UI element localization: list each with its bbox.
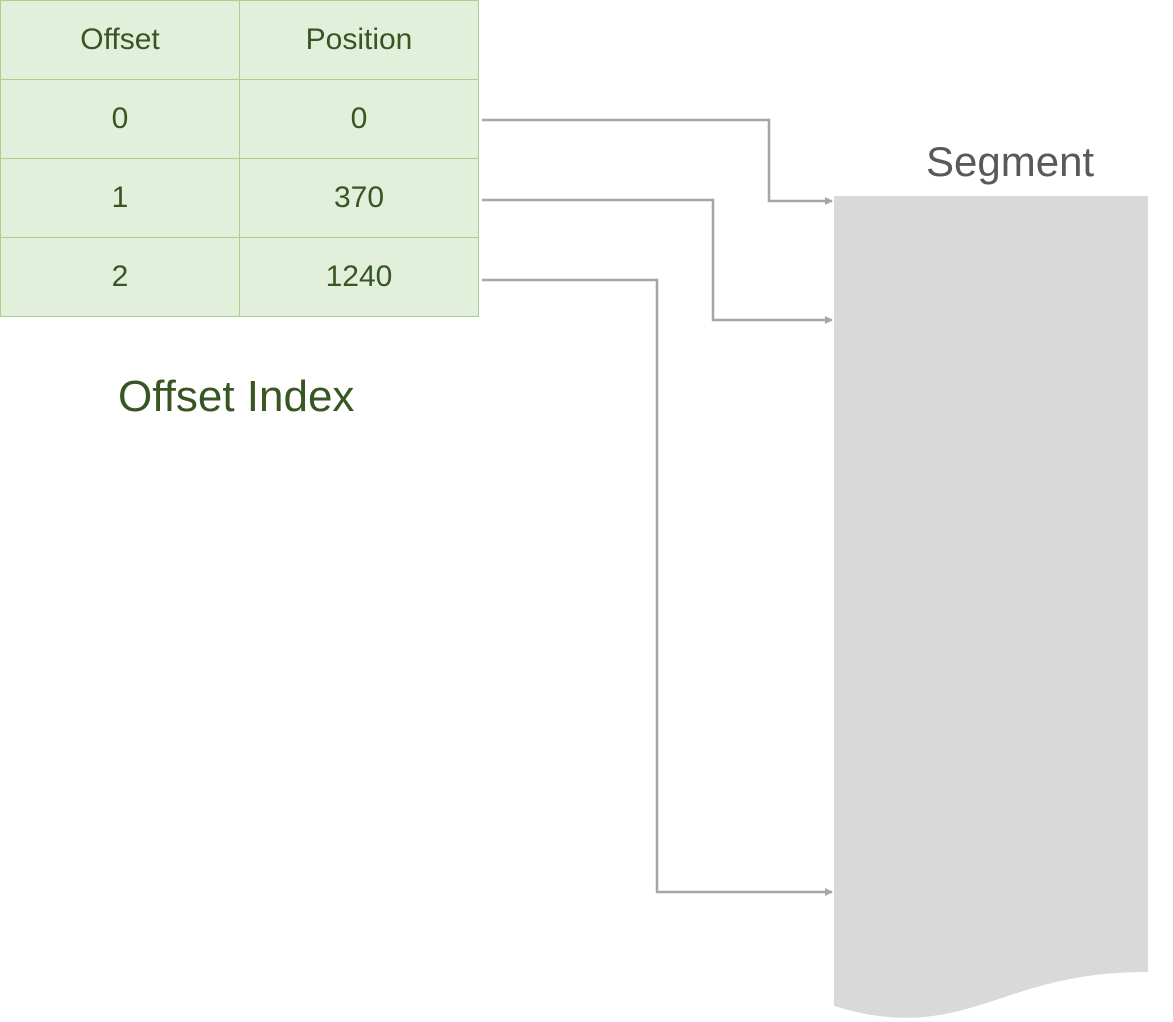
cell-offset: 2: [0, 237, 240, 317]
connector-row-0: [482, 118, 833, 205]
table-row: 1 370: [0, 158, 479, 238]
table-header-row: Offset Position: [0, 0, 479, 80]
segment-label: Segment: [926, 138, 1095, 185]
cell-offset: 0: [0, 79, 240, 159]
header-offset: Offset: [0, 0, 240, 80]
offset-index-label: Offset Index: [118, 372, 355, 421]
segment-block: [834, 196, 1148, 1018]
offset-index-table: Offset Position 0 0 1 370 2 1240: [0, 0, 479, 317]
connector-row-1: [482, 198, 833, 324]
table-row: 2 1240: [0, 237, 479, 317]
connector-row-2: [482, 278, 833, 896]
cell-position: 0: [239, 79, 479, 159]
header-position: Position: [239, 0, 479, 80]
cell-offset: 1: [0, 158, 240, 238]
cell-position: 1240: [239, 237, 479, 317]
table-row: 0 0: [0, 79, 479, 159]
cell-position: 370: [239, 158, 479, 238]
